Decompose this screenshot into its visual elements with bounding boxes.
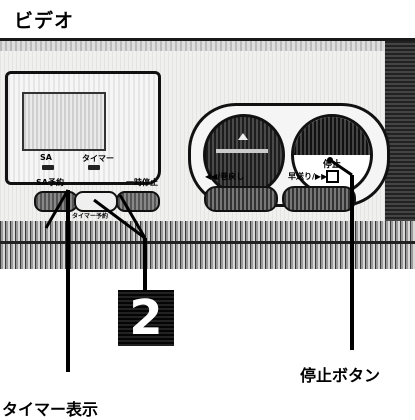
panel-top-band <box>0 41 415 51</box>
pause-label: 一時停止 <box>126 178 158 187</box>
vcr-front-panel: SA タイマー SA予約 一時停止 タイマー予約 停止 ◀◀/巻戻し 早送り/▶… <box>0 38 415 269</box>
eject-bar <box>216 149 268 153</box>
timer-label: タイマー <box>82 154 114 163</box>
sa-reserve-label: SA予約 <box>36 178 64 187</box>
fast-forward-label: 早送り/▶▶ <box>288 172 328 181</box>
step-number-badge: 2 <box>118 290 174 346</box>
stop-button-label: 停止 <box>322 160 341 170</box>
display-screen <box>22 92 106 151</box>
panel-bottom-strip <box>0 221 415 269</box>
rewind-button[interactable] <box>204 186 278 212</box>
timer-indicator <box>88 165 100 170</box>
timer-display-caption: タイマー表示 <box>2 400 99 419</box>
timer-reserve-small-label: タイマー予約 <box>72 213 109 220</box>
stop-button-shade <box>294 117 370 155</box>
stop-button-caption: 停止ボタン <box>300 366 381 385</box>
stop-button[interactable]: 停止 <box>291 114 373 196</box>
eject-button[interactable] <box>203 114 285 196</box>
panel-bottom-line <box>0 241 415 244</box>
timer-display-button[interactable] <box>74 191 118 212</box>
page-title: ビデオ <box>14 10 75 32</box>
sa-indicator <box>42 165 54 170</box>
eject-icon <box>238 133 248 140</box>
sa-reserve-button[interactable] <box>34 191 78 212</box>
fast-forward-button[interactable] <box>282 186 356 212</box>
rewind-label: ◀◀/巻戻し <box>205 172 245 181</box>
display-window <box>5 71 161 185</box>
pause-button[interactable] <box>116 191 160 212</box>
sa-label: SA <box>40 153 52 162</box>
stop-icon <box>326 170 339 183</box>
